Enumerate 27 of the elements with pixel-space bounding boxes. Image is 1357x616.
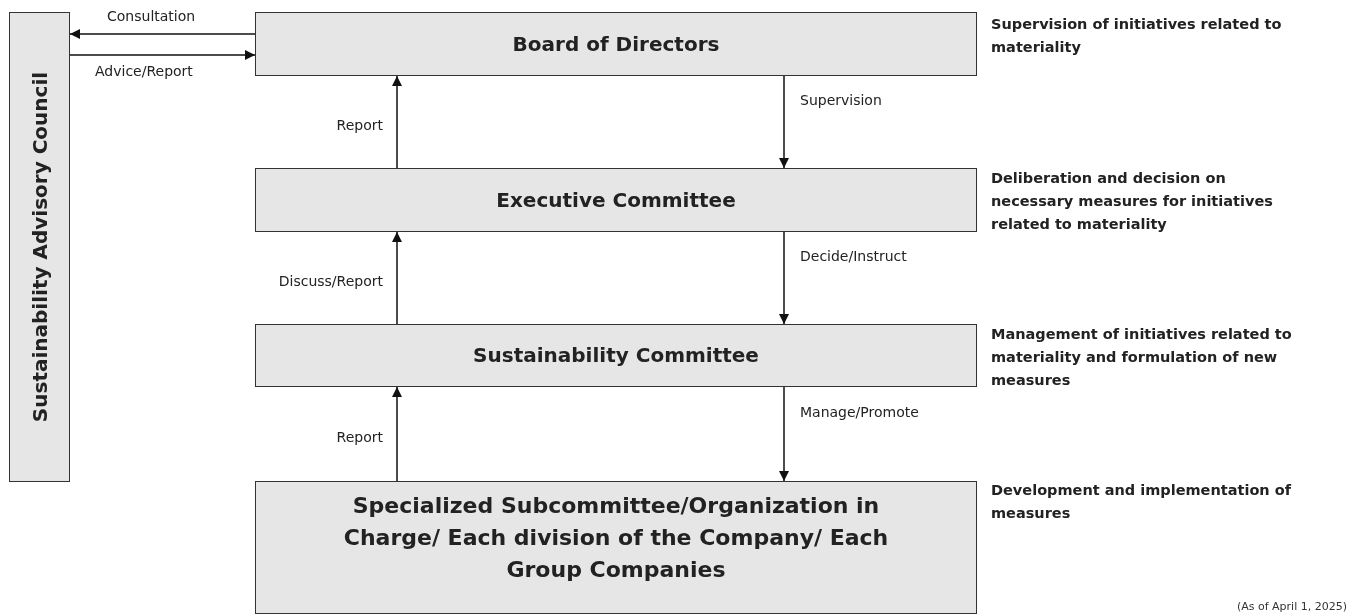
description-text: Management of initiatives related to materiality and formulation of new measures [991,325,1293,391]
edge-label: Report [336,429,383,445]
arrow [779,386,789,482]
arrow [779,75,789,169]
date-note: (As of April 1, 2025) [1236,600,1347,613]
arrow [69,29,256,39]
edge-label: Decide/Instruct [800,248,907,264]
edge-label: Supervision [800,92,882,108]
description-text: Deliberation and decision on necessary measures for initiatives related to materiality [991,169,1274,235]
edge-label: Manage/Promote [800,404,919,420]
node-title: Executive Committee [496,186,736,214]
arrow [392,231,402,325]
edge-label: Report [336,117,383,133]
edge-label: Consultation [107,8,196,24]
description-text: Development and implementation of measures [991,481,1291,524]
node-title: Board of Directors [512,30,720,58]
description-text: Supervision of initiatives related to materiality [991,15,1283,58]
edge-label: Advice/Report [95,63,193,79]
arrow [69,50,256,60]
arrow [779,231,789,325]
node-title: Sustainability Advisory Council [27,71,52,423]
node-title: Specialized Subcommittee/Organization in Charge/ Each division of the Company/ Each Group Companies [342,492,890,584]
edge-label: Discuss/Report [278,273,383,289]
node-title: Sustainability Committee [473,342,759,369]
vertical-box [9,12,70,482]
arrow [392,386,402,482]
arrow [392,75,402,169]
